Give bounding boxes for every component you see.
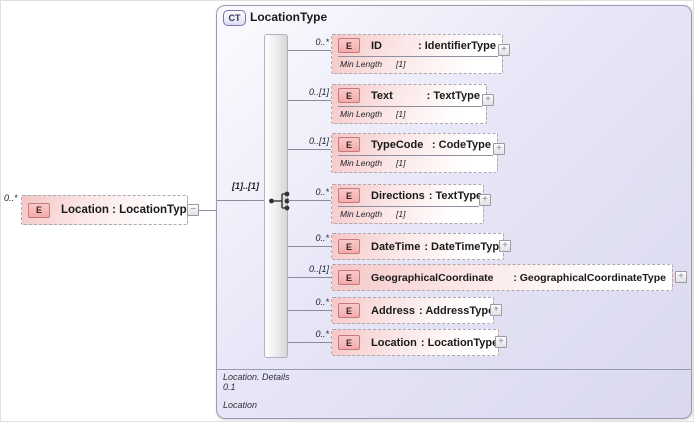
connector-line: [288, 246, 331, 247]
child-cardinality: 0..*: [315, 37, 329, 47]
connector-line: [288, 310, 331, 311]
child-element-address[interactable]: E Address: AddressType: [331, 297, 494, 324]
child-element-directions[interactable]: E Directions: TextType Min Length[1]: [331, 184, 484, 224]
element-badge-icon: E: [28, 202, 50, 218]
facet-label: Min Length: [340, 209, 383, 219]
element-badge-icon: E: [338, 188, 360, 203]
facet-value: [1]: [396, 59, 406, 69]
child-element-location[interactable]: E Location: LocationType: [331, 329, 499, 356]
element-badge-icon: E: [338, 137, 360, 152]
child-cardinality: 0..[1]: [308, 136, 329, 146]
element-badge-icon: E: [338, 88, 360, 103]
collapse-toggle[interactable]: −: [187, 204, 199, 216]
connector-line: [199, 210, 216, 211]
expand-toggle[interactable]: +: [499, 240, 511, 252]
complextype-badge-icon: CT: [223, 10, 246, 26]
connector-line: [288, 277, 331, 278]
facet-label: Min Length: [340, 158, 383, 168]
child-element-typecode[interactable]: E TypeCode: CodeType Min Length[1]: [331, 133, 498, 173]
connector-line: [288, 200, 331, 201]
element-badge-icon: E: [338, 335, 360, 350]
child-element-geographicalcoordinate[interactable]: E GeographicalCoordinate: GeographicalCo…: [331, 264, 673, 291]
element-badge-icon: E: [338, 270, 360, 285]
element-badge-icon: E: [338, 239, 360, 254]
connector-line: [288, 149, 331, 150]
child-element-text[interactable]: E Text: TextType Min Length[1]: [331, 84, 487, 124]
child-element-id[interactable]: E ID: IdentifierType Min Length[1]: [331, 34, 503, 74]
facet-value: [1]: [396, 209, 406, 219]
expand-toggle[interactable]: +: [495, 336, 507, 348]
child-cardinality: 0..*: [315, 187, 329, 197]
child-cardinality: 0..*: [315, 329, 329, 339]
child-cardinality: 0..[1]: [308, 87, 329, 97]
footer-version: 0.1: [223, 382, 236, 392]
facet-label: Min Length: [340, 59, 383, 69]
expand-toggle[interactable]: +: [498, 44, 510, 56]
element-badge-icon: E: [338, 38, 360, 53]
connector-line: [288, 342, 331, 343]
expand-toggle[interactable]: +: [675, 271, 687, 283]
sequence-cardinality: [1]..[1]: [232, 181, 259, 191]
child-element-datetime[interactable]: E DateTime: DateTimeType: [331, 233, 505, 260]
connector-line: [217, 200, 264, 201]
element-badge-icon: E: [338, 303, 360, 318]
sequence-icon: [269, 191, 290, 211]
child-cardinality: 0..[1]: [308, 264, 329, 274]
facet-value: [1]: [396, 158, 406, 168]
child-cardinality: 0..*: [315, 233, 329, 243]
child-cardinality: 0..*: [315, 297, 329, 307]
connector-line: [288, 100, 331, 101]
expand-toggle[interactable]: +: [490, 304, 502, 316]
expand-toggle[interactable]: +: [493, 143, 505, 155]
global-element-cardinality: 0..*: [4, 193, 18, 203]
complextype-title: LocationType: [250, 10, 328, 24]
expand-toggle[interactable]: +: [479, 194, 491, 206]
footer-details: Location. Details: [223, 372, 290, 382]
global-element-label: Location : LocationType: [61, 204, 194, 216]
facet-value: [1]: [396, 109, 406, 119]
footer-name: Location: [223, 400, 258, 410]
footer-divider: [217, 369, 691, 370]
global-element-location[interactable]: E Location : LocationType: [21, 195, 193, 225]
connector-line: [288, 50, 331, 51]
facet-label: Min Length: [340, 109, 383, 119]
expand-toggle[interactable]: +: [482, 94, 494, 106]
